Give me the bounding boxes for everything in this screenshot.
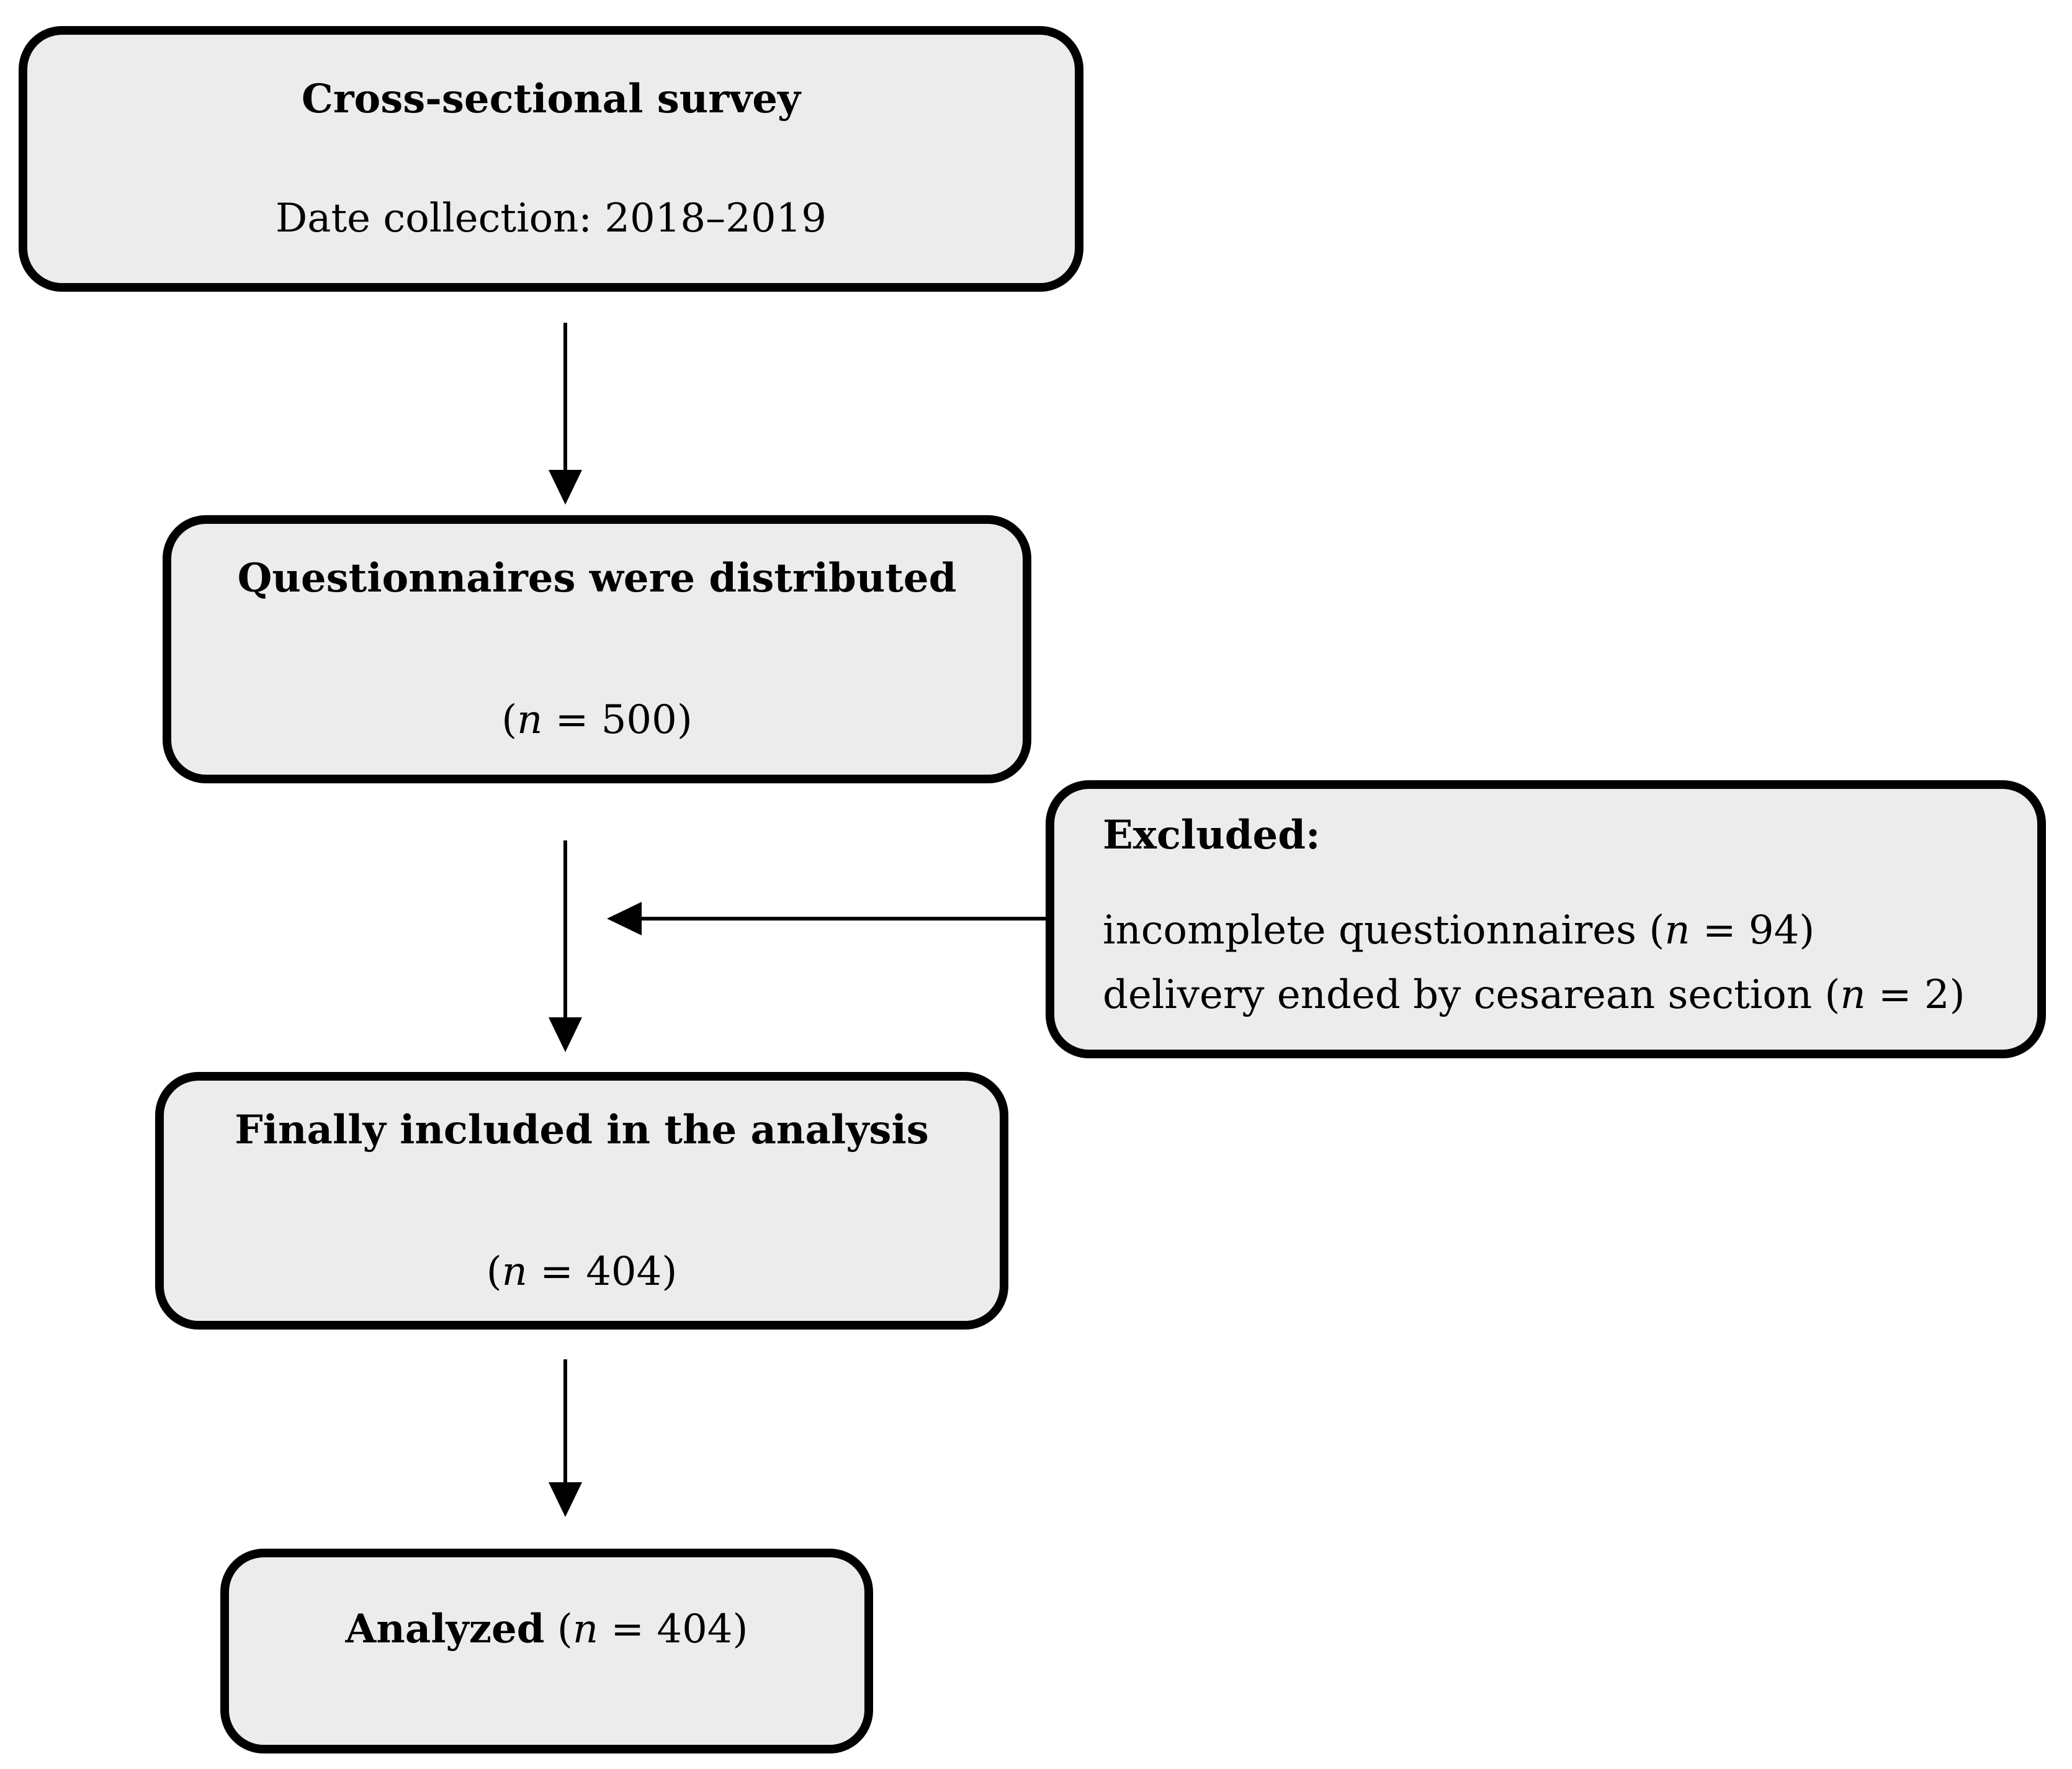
arrow-excluded-line: [640, 917, 1047, 921]
excluded-item-cesarean: delivery ended by cesarean section (n = …: [1103, 963, 1965, 1028]
arrow-survey-to-distributed-line: [563, 323, 567, 470]
box-questionnaires-distributed: Questionnaires were distributed (n = 500…: [163, 515, 1031, 783]
n-open: (: [501, 697, 518, 743]
n-var: n: [501, 1248, 527, 1295]
excluded-item-incomplete: incomplete questionnaires (n = 94): [1103, 899, 1814, 963]
included-n-label: (n = 404): [487, 1247, 678, 1297]
arrow-included-to-analyzed-line: [563, 1359, 567, 1482]
excluded-item-text: incomplete questionnaires (: [1103, 907, 1665, 954]
excluded-item-text: delivery ended by cesarean section (: [1103, 972, 1841, 1018]
n-var: n: [1840, 972, 1866, 1018]
n-var: n: [572, 1606, 599, 1652]
box-finally-included: Finally included in the analysis (n = 40…: [155, 1072, 1008, 1330]
box-excluded: Excluded: incomplete questionnaires (n =…: [1046, 780, 2046, 1058]
arrow-survey-to-distributed-head: [549, 470, 582, 505]
excluded-title: Excluded:: [1103, 812, 1321, 859]
arrow-distributed-to-included-line: [563, 840, 567, 1017]
distributed-n-label: (n = 500): [501, 695, 693, 745]
box-analyzed: Analyzed (n = 404): [220, 1549, 873, 1753]
n-var: n: [517, 697, 543, 743]
n-var: n: [1664, 907, 1690, 954]
arrow-included-to-analyzed-head: [549, 1482, 582, 1517]
distributed-title: Questionnaires were distributed: [237, 555, 957, 601]
arrow-distributed-to-included-head: [549, 1017, 582, 1052]
n-rest: = 404): [598, 1606, 748, 1652]
included-title: Finally included in the analysis: [235, 1106, 929, 1153]
analyzed-title: Analyzed: [345, 1606, 545, 1652]
n-open: (: [486, 1248, 502, 1295]
n-rest: = 500): [542, 697, 693, 743]
n-rest: = 94): [1690, 907, 1815, 954]
arrow-excluded-head: [607, 902, 642, 935]
n-rest: = 404): [527, 1248, 678, 1295]
n-rest: = 2): [1865, 972, 1965, 1018]
box-cross-sectional-survey: Cross-sectional survey Date collection: …: [19, 26, 1083, 292]
analyzed-label: Analyzed (n = 404): [346, 1605, 748, 1654]
n-open: (: [544, 1606, 573, 1652]
survey-title: Cross-sectional survey: [301, 76, 801, 122]
survey-date-collection: Date collection: 2018–2019: [275, 196, 827, 241]
